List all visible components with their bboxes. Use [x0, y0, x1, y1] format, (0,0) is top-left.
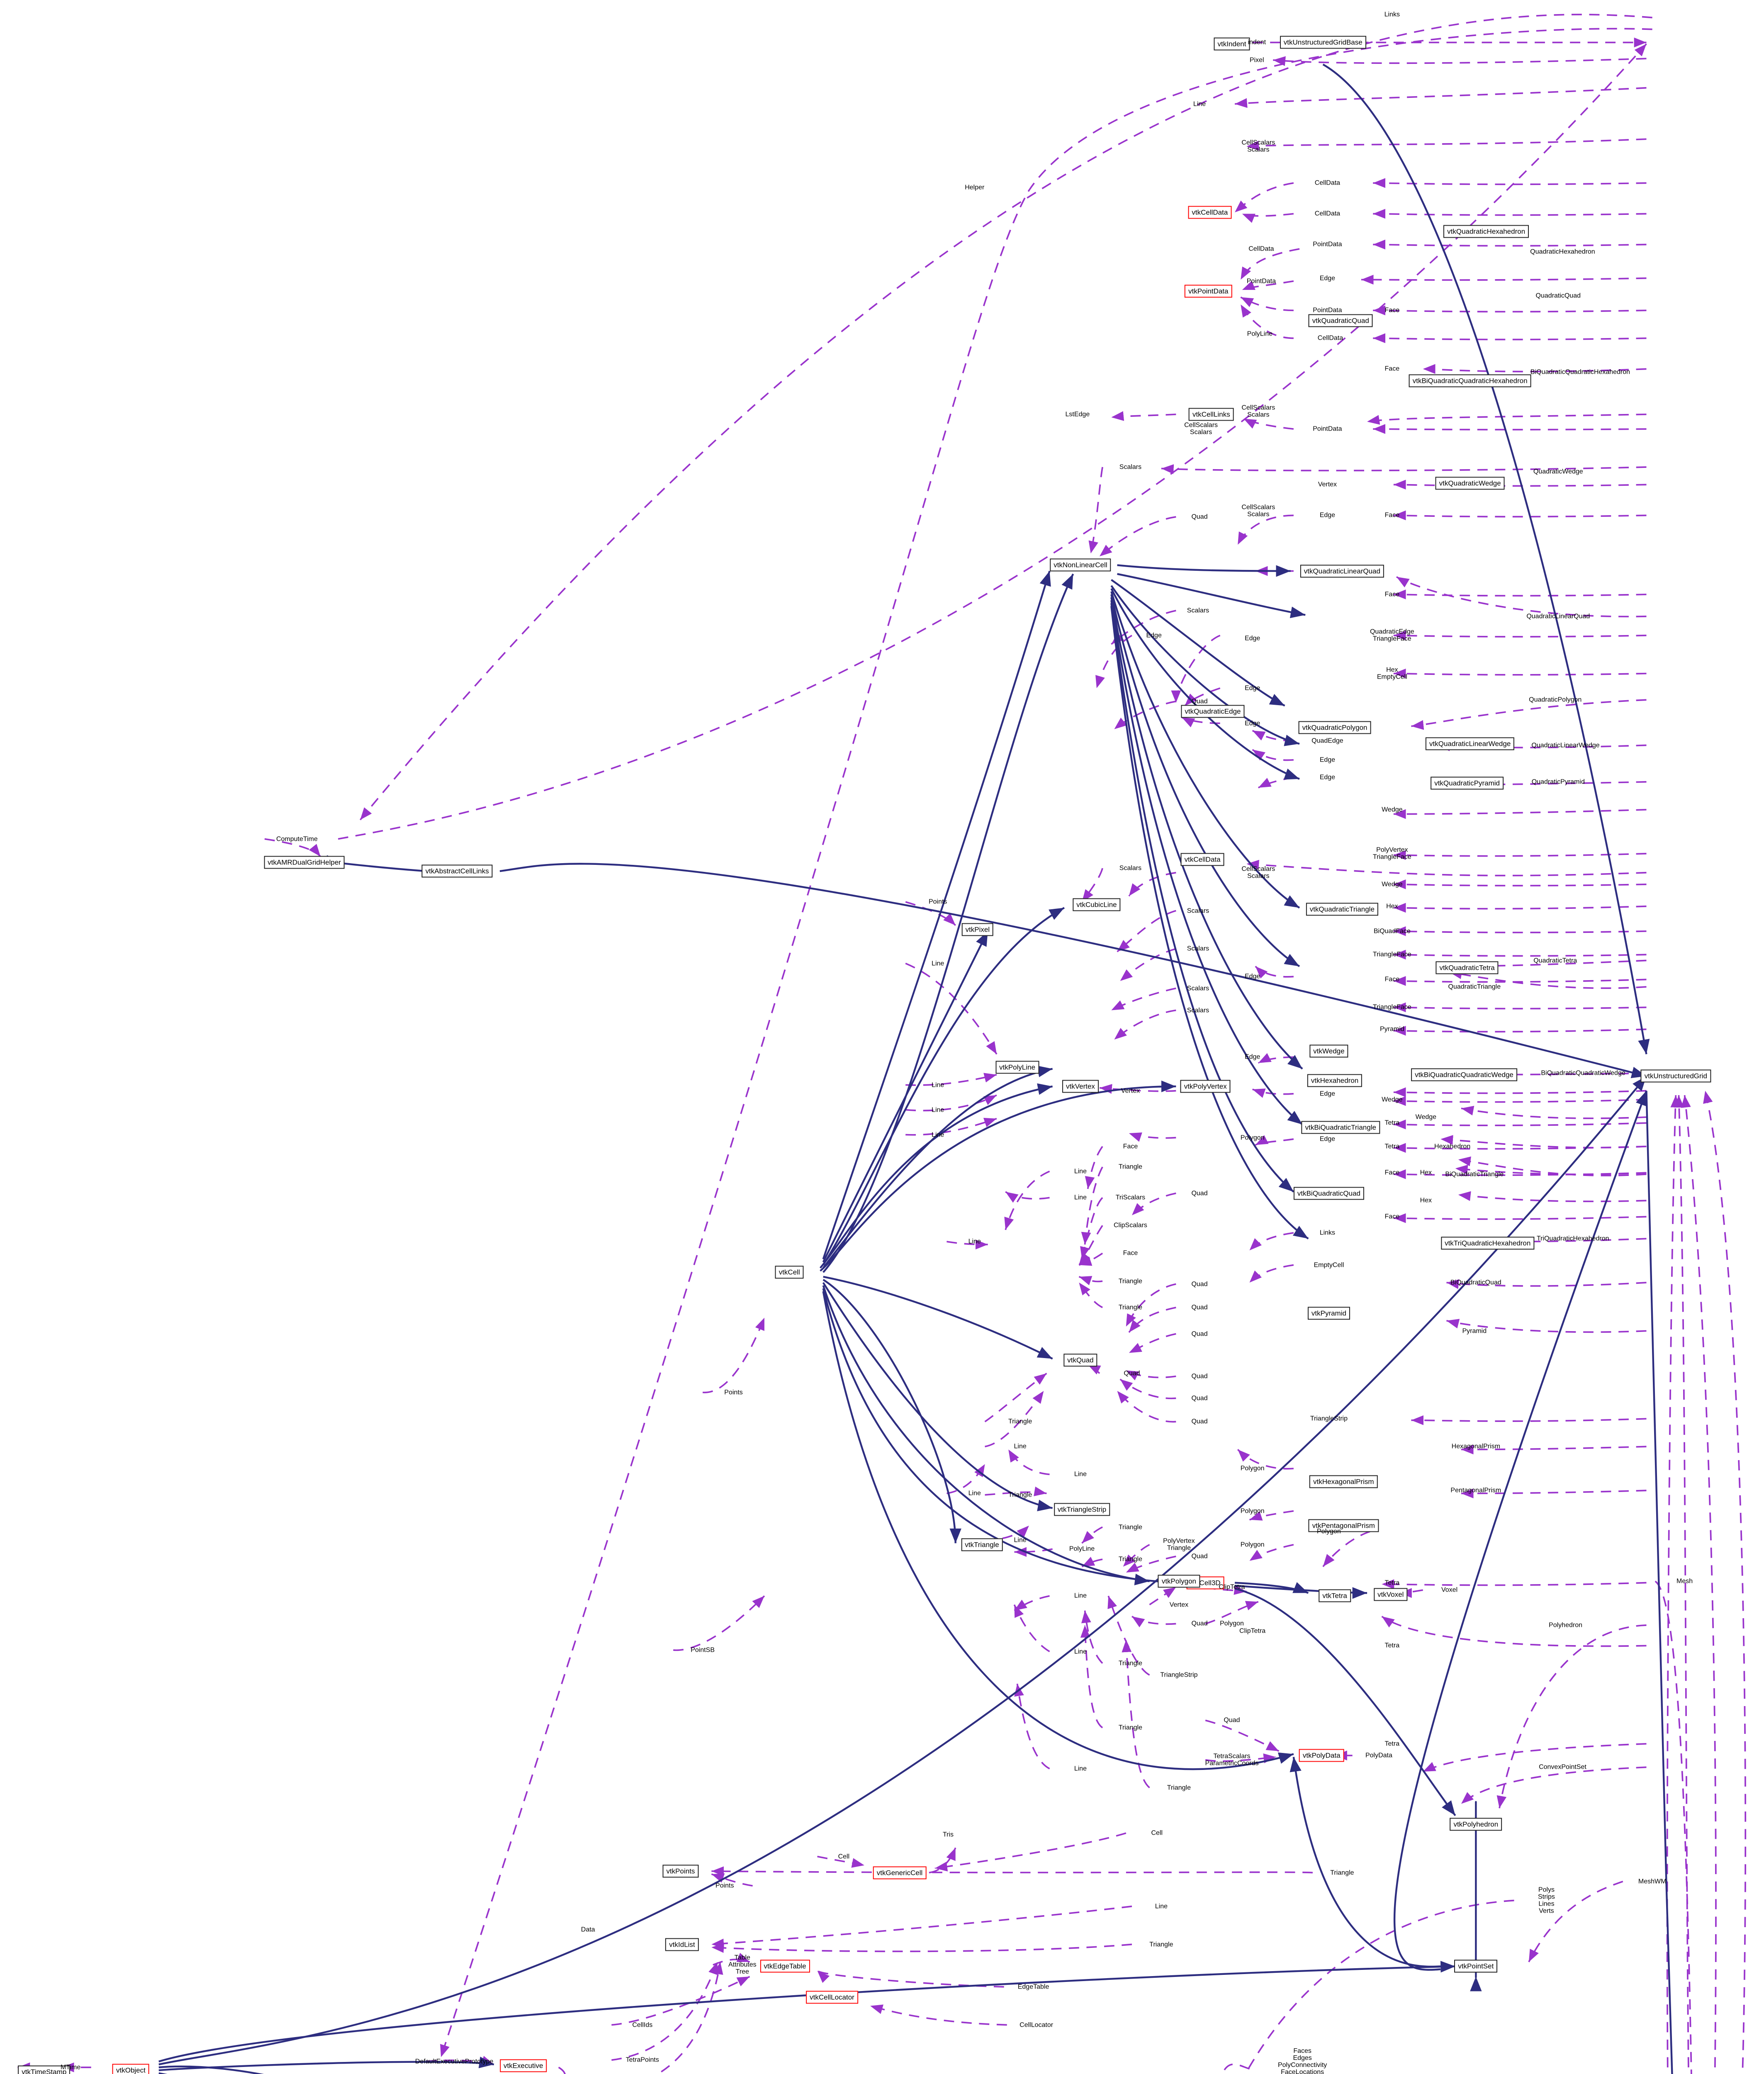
class-node-vtkPyramid[interactable]: vtkPyramid — [1307, 1307, 1350, 1320]
usage-edge-group — [17, 14, 1747, 2074]
class-node-vtkBiQuadraticQuadraticHexahedron[interactable]: vtkBiQuadraticQuadraticHexahedron — [1409, 374, 1531, 387]
class-node-vtkQuadraticLinearQuad[interactable]: vtkQuadraticLinearQuad — [1300, 565, 1384, 578]
class-node-vtkTetra[interactable]: vtkTetra — [1319, 1589, 1351, 1602]
class-node-vtkCell[interactable]: vtkCell — [775, 1266, 804, 1279]
inheritance-edge-group — [158, 63, 1673, 2074]
class-node-vtkQuadraticLinearWedge[interactable]: vtkQuadraticLinearWedge — [1426, 737, 1515, 750]
class-node-vtkBiQuadraticTriangle[interactable]: vtkBiQuadraticTriangle — [1301, 1121, 1380, 1134]
class-node-vtkPentagonalPrism[interactable]: vtkPentagonalPrism — [1308, 1519, 1379, 1532]
class-node-vtkNonLinearCell[interactable]: vtkNonLinearCell — [1050, 558, 1111, 572]
class-node-vtkPixel[interactable]: vtkPixel — [961, 923, 994, 936]
class-node-vtkPointSet[interactable]: vtkPointSet — [1454, 1960, 1498, 1973]
class-node-vtkHexahedron[interactable]: vtkHexahedron — [1307, 1074, 1363, 1087]
class-node-vtkTriQuadraticHexahedron[interactable]: vtkTriQuadraticHexahedron — [1441, 1237, 1535, 1250]
class-node-vtkTriangle[interactable]: vtkTriangle — [961, 1538, 1003, 1551]
class-node-vtkHexagonalPrism[interactable]: vtkHexagonalPrism — [1309, 1475, 1378, 1488]
class-node-vtkPolyVertex[interactable]: vtkPolyVertex — [1180, 1080, 1231, 1093]
class-node-vtkCellData[interactable]: vtkCellData — [1188, 206, 1232, 219]
class-node-vtkVertex[interactable]: vtkVertex — [1062, 1080, 1099, 1093]
class-node-vtkIndent[interactable]: vtkIndent — [1214, 37, 1250, 51]
class-node-vtkQuadraticTetra[interactable]: vtkQuadraticTetra — [1436, 961, 1499, 974]
class-node-vtkPolygon[interactable]: vtkPolygon — [1158, 1575, 1200, 1588]
class-node-vtkWedge[interactable]: vtkWedge — [1309, 1044, 1348, 1058]
class-node-vtkAMRDualGridHelper[interactable]: vtkAMRDualGridHelper — [264, 856, 345, 869]
class-node-vtkObject[interactable]: vtkObject — [112, 2064, 149, 2074]
class-node-vtkQuadraticHexahedron[interactable]: vtkQuadraticHexahedron — [1443, 225, 1529, 238]
class-node-vtkQuadraticWedge[interactable]: vtkQuadraticWedge — [1435, 477, 1505, 490]
class-node-vtkQuadraticQuad[interactable]: vtkQuadraticQuad — [1308, 314, 1373, 327]
class-node-vtkGenericCell[interactable]: vtkGenericCell — [873, 1866, 927, 1879]
class-node-vtkPoints[interactable]: vtkPoints — [662, 1865, 699, 1878]
class-node-vtkQuadraticPyramid[interactable]: vtkQuadraticPyramid — [1431, 777, 1504, 790]
class-node-vtkQuadraticTriangle[interactable]: vtkQuadraticTriangle — [1306, 903, 1378, 916]
class-node-vtkCubicLine[interactable]: vtkCubicLine — [1073, 898, 1121, 911]
class-node-vtkQuadraticEdge[interactable]: vtkQuadraticEdge — [1181, 705, 1245, 718]
class-node-vtkQuadraticPolygon[interactable]: vtkQuadraticPolygon — [1298, 721, 1371, 734]
class-node-vtkVoxel[interactable]: vtkVoxel — [1374, 1588, 1408, 1601]
class-node-vtkUnstructuredGridBase[interactable]: vtkUnstructuredGridBase — [1280, 36, 1366, 49]
class-node-vtkPolyhedron[interactable]: vtkPolyhedron — [1450, 1818, 1502, 1831]
class-node-vtkIdList[interactable]: vtkIdList — [665, 1938, 699, 1951]
class-node-vtkEdgeTable[interactable]: vtkEdgeTable — [760, 1960, 810, 1973]
class-node-vtkExecutive[interactable]: vtkExecutive — [500, 2059, 547, 2072]
class-node-vtkPolyData[interactable]: vtkPolyData — [1299, 1749, 1344, 1762]
class-node-vtkAbstractCellLinks[interactable]: vtkAbstractCellLinks — [421, 864, 493, 878]
class-node-vtkCellLinks[interactable]: vtkCellLinks — [1189, 408, 1234, 421]
class-node-vtkUnstructuredGrid[interactable]: vtkUnstructuredGrid — [1640, 1069, 1711, 1083]
class-node-vtkPointData[interactable]: vtkPointData — [1185, 285, 1232, 298]
class-node-vtkCellData2[interactable]: vtkCellData — [1180, 853, 1224, 866]
class-node-vtkBiQuadraticQuadraticWedge[interactable]: vtkBiQuadraticQuadraticWedge — [1411, 1068, 1517, 1081]
class-node-vtkTriangleStrip[interactable]: vtkTriangleStrip — [1054, 1503, 1110, 1516]
class-node-vtkCellLocator[interactable]: vtkCellLocator — [806, 1991, 858, 2004]
class-node-vtkTimeStamp[interactable]: vtkTimeStamp — [18, 2065, 71, 2074]
class-node-vtkPolyLine[interactable]: vtkPolyLine — [995, 1061, 1039, 1074]
class-node-vtkQuad[interactable]: vtkQuad — [1063, 1353, 1097, 1367]
class-node-vtkBiQuadraticQuad[interactable]: vtkBiQuadraticQuad — [1293, 1187, 1364, 1200]
